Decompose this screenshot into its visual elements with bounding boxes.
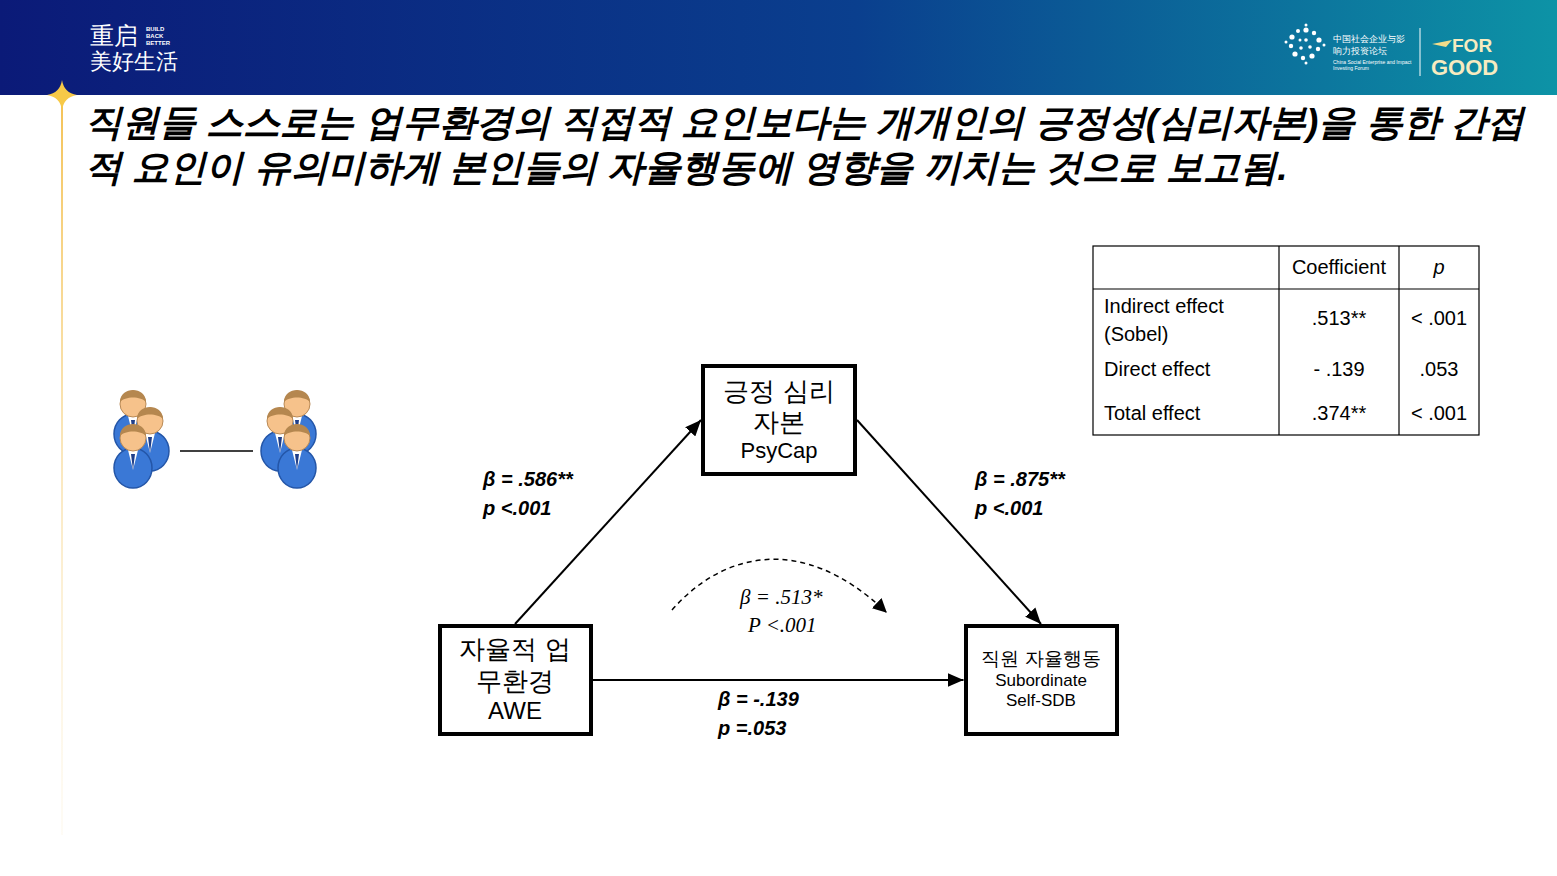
forgood-swoosh: [1432, 40, 1452, 47]
p-value: P <.001: [748, 613, 817, 638]
forgood-logo: FOR: [1452, 35, 1492, 58]
variable-name: 직원 자율행동: [981, 648, 1100, 671]
table-cell: Total effect: [1104, 401, 1276, 425]
variable-box: 직원 자율행동Subordinate Self-SDB: [964, 624, 1119, 736]
slide-title: 직원들 스스로는 업무환경의 직접적 요인보다는 개개인의 긍정성(심리자본)을…: [85, 100, 1530, 190]
coefficient-label: β = .586**: [483, 468, 573, 491]
table-header: Coefficient: [1281, 255, 1397, 279]
coefficient-label: β = .875**: [975, 468, 1065, 491]
table-cell: Direct effect: [1104, 357, 1276, 381]
variable-box: 긍정 심리자본PsyCap: [701, 364, 857, 476]
rail-star: [47, 80, 77, 110]
forgood-logo: GOOD: [1431, 55, 1498, 81]
table-cell: < .001: [1401, 306, 1477, 330]
variable-code: AWE: [488, 697, 542, 726]
indirect-effect-arrow: [672, 559, 886, 612]
p-value: p <.001: [975, 496, 1043, 520]
forum-name: 中国社会企业与影响力投资论坛: [1333, 34, 1411, 57]
header-banner: [0, 0, 1557, 95]
people-icon: [114, 390, 316, 488]
forum-name-en: China Social Enterprise and Impact Inves…: [1333, 59, 1415, 71]
indirect-coefficient: β = .513*: [740, 585, 822, 610]
variable-name: 긍정 심리자본: [713, 376, 845, 438]
table-cell: Indirect effect (Sobel): [1104, 292, 1276, 348]
forum-logo-mark: [1285, 24, 1326, 65]
path-arrow: [593, 679, 964, 681]
logo-subtext: BUILD BACK BETTER: [146, 26, 178, 47]
logo-divider: [1420, 28, 1421, 76]
side-rail: [61, 95, 63, 835]
table-cell: .374**: [1281, 401, 1397, 425]
variable-code: Subordinate Self-SDB: [976, 671, 1107, 712]
p-value: p <.001: [483, 496, 551, 520]
table-cell: < .001: [1401, 401, 1477, 425]
variable-code: PsyCap: [740, 438, 817, 464]
path-arrow: [515, 420, 701, 624]
coefficient-label: β = -.139: [718, 688, 799, 711]
result-table-grid: [1093, 246, 1479, 435]
p-value: p =.053: [718, 716, 786, 740]
table-cell: .513**: [1281, 306, 1397, 330]
variable-box: 자율적 업무환경AWE: [438, 624, 593, 736]
variable-name: 자율적 업무환경: [450, 634, 581, 696]
logo-text: 重启: [90, 22, 138, 51]
path-arrow: [857, 420, 1041, 624]
table-header: p: [1401, 255, 1477, 279]
table-cell: .053: [1401, 357, 1477, 381]
logo-text: 美好生活: [90, 49, 178, 75]
table-cell: - .139: [1281, 357, 1397, 381]
